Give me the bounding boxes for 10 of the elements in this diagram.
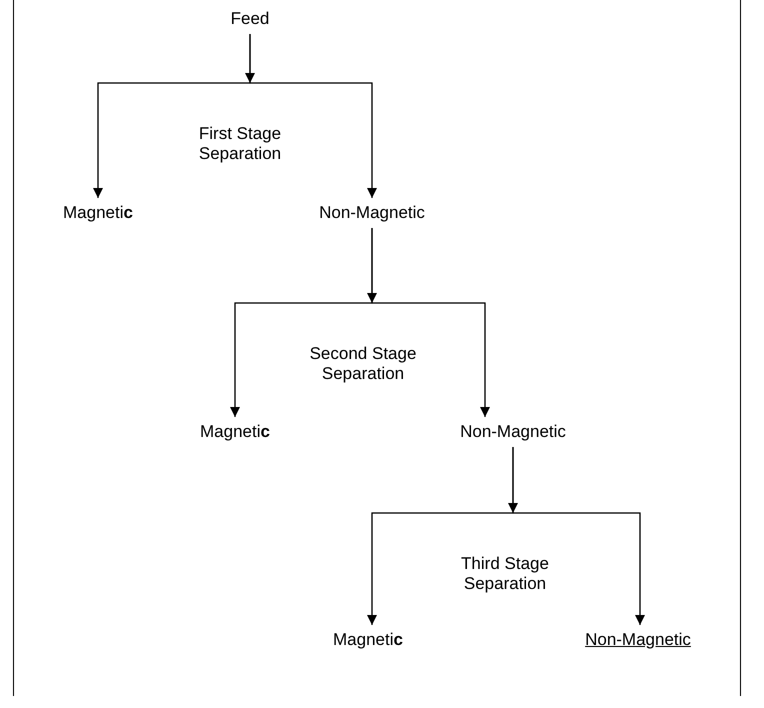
node-label: Non-Magnetic	[319, 202, 425, 224]
node-label: Non-Magnetic	[585, 629, 691, 651]
arrow	[249, 34, 377, 198]
node-label: Magnetic	[200, 421, 270, 443]
arrow	[371, 228, 490, 417]
node-label: Feed	[230, 8, 270, 30]
arrow	[512, 447, 645, 625]
node-label: Magnetic	[333, 629, 403, 651]
node-label: Magnetic	[63, 202, 133, 224]
node-label: Non-Magnetic	[460, 421, 566, 443]
